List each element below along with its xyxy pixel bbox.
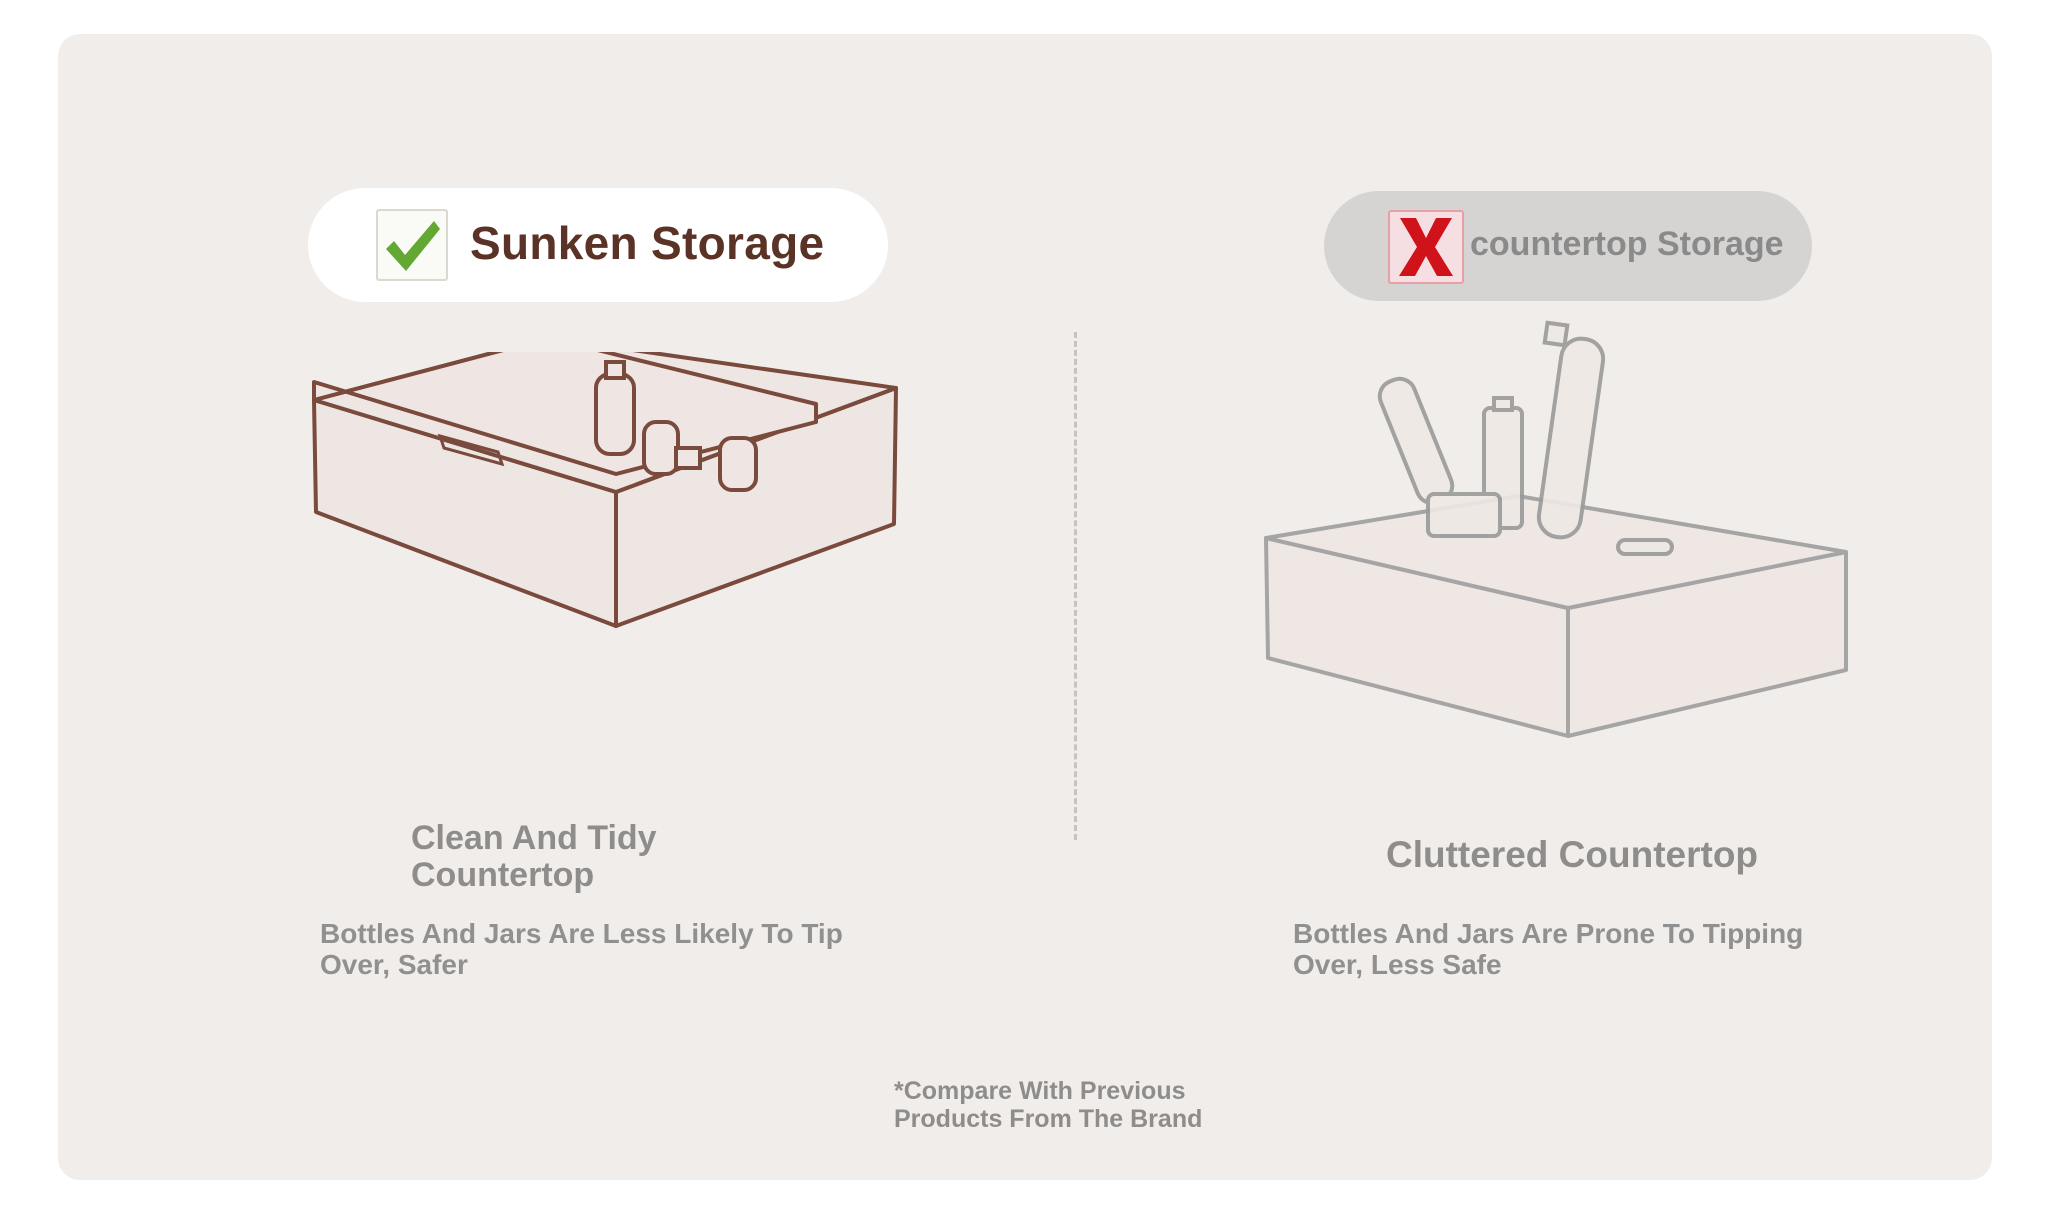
sunken-storage-badge: Sunken Storage bbox=[308, 188, 888, 302]
cluttered-heading: Cluttered Countertop bbox=[1386, 834, 1759, 875]
dashed-divider bbox=[1074, 332, 1077, 840]
comparison-footnote: *Compare With Previous Products From The… bbox=[894, 1077, 1203, 1133]
sunken-benefit-description: Bottles And Jars Are Less Likely To Tip … bbox=[320, 918, 843, 980]
clean-tidy-heading: Clean And Tidy Countertop bbox=[411, 819, 657, 894]
x-mark-icon bbox=[1399, 218, 1453, 276]
countertop-storage-illustration bbox=[1264, 320, 1848, 738]
check-box bbox=[376, 209, 448, 281]
sunken-storage-label: Sunken Storage bbox=[470, 217, 825, 269]
countertop-storage-badge: countertop Storage bbox=[1324, 191, 1812, 301]
checkmark-icon bbox=[386, 221, 440, 271]
comparison-card: Sunken Storage countertop Storage bbox=[58, 34, 1992, 1180]
countertop-drawback-description: Bottles And Jars Are Prone To Tipping Ov… bbox=[1293, 918, 1804, 980]
x-box bbox=[1388, 210, 1464, 284]
sunken-storage-illustration bbox=[312, 352, 898, 628]
countertop-storage-label: countertop Storage bbox=[1470, 225, 1784, 263]
